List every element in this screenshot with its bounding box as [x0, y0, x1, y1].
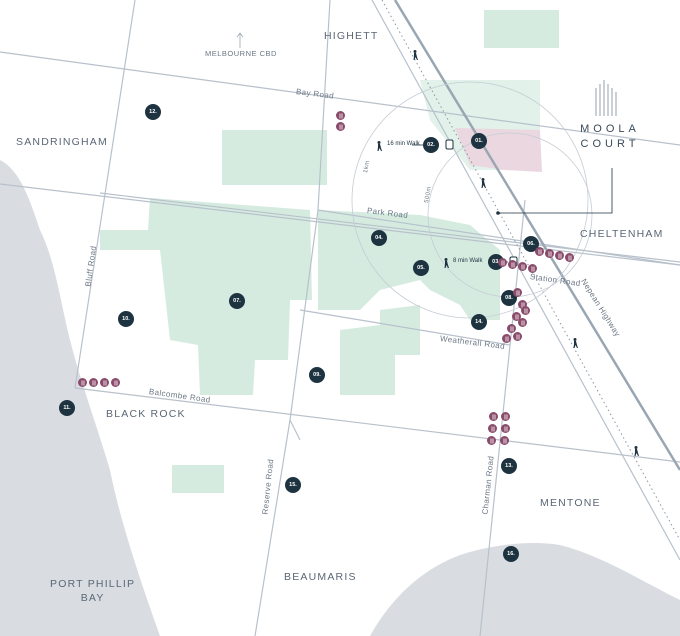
marker-12: 12.: [145, 104, 161, 120]
ring-1km: [351, 81, 589, 319]
shop-icon: [89, 378, 98, 387]
cutlery-icon: [521, 306, 530, 315]
cutlery-icon: [487, 436, 496, 445]
cutlery-icon: [489, 412, 498, 421]
cutlery-icon: [501, 424, 510, 433]
label-port-phillip-bay: PORT PHILLIP BAY: [50, 578, 136, 604]
cutlery-icon: [513, 288, 522, 297]
cutlery-icon: [502, 334, 511, 343]
label-melbourne-cbd: MELBOURNE CBD: [205, 49, 277, 58]
cutlery-icon: [512, 312, 521, 321]
marker-02: 02.: [423, 137, 439, 153]
marker-13: 13.: [501, 458, 517, 474]
walk-label-8min: 8 min Walk: [453, 258, 483, 264]
cutlery-icon: [518, 318, 527, 327]
cutlery-icon: [535, 247, 544, 256]
marker-11: 11.: [59, 400, 75, 416]
cutlery-icon: [518, 262, 527, 271]
cutlery-icon: [336, 111, 345, 120]
cutlery-icon: [111, 378, 120, 387]
marker-05: 05.: [413, 260, 429, 276]
brand-name-line1: MOOLA: [580, 123, 640, 135]
marker-04: 04.: [371, 230, 387, 246]
marker-16: 16.: [503, 546, 519, 562]
rail-dotted: [381, 0, 680, 541]
pedestrian-icon: [376, 139, 384, 157]
suburb-cheltenham: CHELTENHAM: [580, 228, 664, 240]
parks: [100, 10, 559, 493]
bay-water: [0, 160, 160, 636]
cutlery-icon: [78, 378, 87, 387]
pedestrian-icon: [443, 256, 451, 274]
shop-icon: [508, 260, 517, 269]
brand-block: MOOLA COURT: [570, 80, 650, 152]
marker-01: 01.: [471, 133, 487, 149]
brand-logo: [595, 80, 617, 116]
walk-label-16min: 16 min Walk: [387, 141, 420, 147]
marker-10: 10.: [118, 311, 134, 327]
cutlery-icon: [565, 253, 574, 262]
north-arrow-icon: [236, 32, 244, 48]
coast-water-south: [370, 543, 680, 636]
marker-14: 14.: [471, 314, 487, 330]
marker-15: 15.: [285, 477, 301, 493]
brand-name-line2: COURT: [580, 138, 640, 150]
cutlery-icon: [488, 424, 497, 433]
cutlery-icon: [528, 264, 537, 273]
marker-09: 09.: [309, 367, 325, 383]
cutlery-icon: [100, 378, 109, 387]
shop-icon: [513, 332, 522, 341]
suburb-mentone: MENTONE: [540, 497, 601, 509]
cutlery-icon: [336, 122, 345, 131]
suburb-sandringham: SANDRINGHAM: [16, 136, 108, 148]
shop-icon: [545, 249, 554, 258]
suburb-highett: HIGHETT: [324, 30, 379, 42]
cutlery-icon: [555, 251, 564, 260]
cutlery-icon: [498, 258, 507, 267]
suburb-black-rock: BLACK ROCK: [106, 408, 186, 420]
rail-line: [371, 0, 680, 561]
cutlery-icon: [507, 324, 516, 333]
shop-icon: [501, 412, 510, 421]
nepean-highway: [393, 0, 680, 471]
site-pointer: [498, 168, 613, 214]
shop-icon: [500, 436, 509, 445]
suburb-beaumaris: BEAUMARIS: [284, 571, 357, 583]
pedestrian-icon: [413, 50, 639, 456]
marker-07: 07.: [229, 293, 245, 309]
